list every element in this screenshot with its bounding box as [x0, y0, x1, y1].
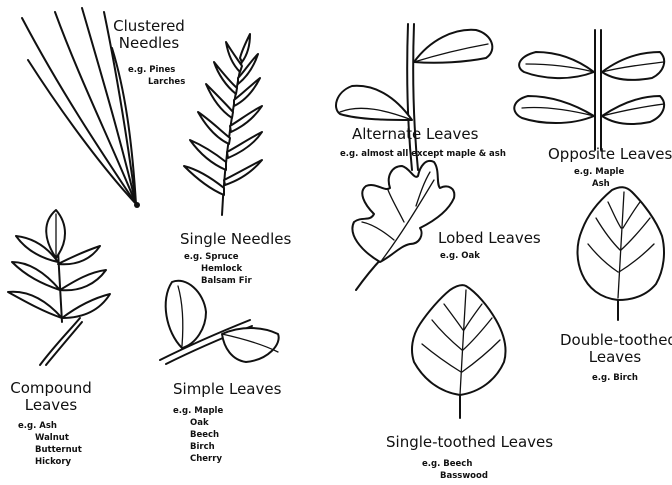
example-item: Basswood: [422, 470, 488, 482]
example-item: Butternut: [18, 444, 82, 456]
compound-title-line-1: Compound: [10, 380, 92, 397]
alternate-leaves-title: Alternate Leaves: [352, 126, 478, 143]
example-item: Beech: [173, 429, 223, 441]
double-toothed-leaf-illustration: [578, 187, 665, 320]
example-item: e.g. Spruce: [184, 251, 252, 263]
single-toothed-leaves-title: Single-toothed Leaves: [386, 434, 553, 451]
opposite-examples: e.g. Maple Ash: [574, 166, 624, 190]
example-item: e.g. almost all except maple & ash: [340, 148, 506, 160]
example-item: e.g. Birch: [592, 372, 638, 384]
example-item: Larches: [128, 76, 185, 88]
opposite-leaves-illustration: [514, 30, 664, 150]
lobed-examples: e.g. Oak: [440, 250, 480, 262]
simple-leaves-illustration: [160, 281, 279, 364]
example-item: Cherry: [173, 453, 223, 465]
example-item: Hickory: [18, 456, 82, 468]
simple-examples: e.g. Maple Oak Beech Birch Cherry: [173, 405, 223, 465]
single-needles-illustration: [184, 34, 262, 215]
clustered-title-line-2: Needles: [112, 35, 186, 52]
example-item: e.g. Beech: [422, 458, 488, 470]
simple-leaves-title: Simple Leaves: [173, 381, 281, 398]
lobed-leaf-illustration: [352, 161, 454, 290]
example-item: Oak: [173, 417, 223, 429]
clustered-examples: e.g. Pines Larches: [128, 64, 185, 88]
double-toothed-title-line-1: Double-toothed: [560, 332, 670, 349]
example-item: Birch: [173, 441, 223, 453]
example-item: Hemlock: [184, 263, 252, 275]
example-item: e.g. Pines: [128, 64, 185, 76]
opposite-leaves-title: Opposite Leaves: [548, 146, 672, 163]
example-item: Balsam Fir: [184, 275, 252, 287]
example-item: e.g. Maple: [173, 405, 223, 417]
single-toothed-leaf-illustration: [412, 285, 506, 418]
clustered-needles-title: Clustered Needles: [112, 18, 186, 52]
example-item: e.g. Ash: [18, 420, 82, 432]
compound-leaves-illustration: [8, 210, 110, 365]
single-needles-examples: e.g. Spruce Hemlock Balsam Fir: [184, 251, 252, 287]
compound-examples: e.g. Ash Walnut Butternut Hickory: [18, 420, 82, 468]
alternate-examples: e.g. almost all except maple & ash: [340, 148, 506, 160]
single-toothed-examples: e.g. Beech Basswood: [422, 458, 488, 482]
single-needles-title: Single Needles: [180, 231, 291, 248]
lobed-leaves-title: Lobed Leaves: [438, 230, 541, 247]
double-toothed-title-line-2: Leaves: [560, 349, 670, 366]
compound-leaves-title: Compound Leaves: [10, 380, 92, 414]
example-item: Ash: [574, 178, 624, 190]
compound-title-line-2: Leaves: [10, 397, 92, 414]
example-item: e.g. Maple: [574, 166, 624, 178]
example-item: e.g. Oak: [440, 250, 480, 262]
example-item: Walnut: [18, 432, 82, 444]
double-toothed-leaves-title: Double-toothed Leaves: [560, 332, 670, 366]
double-toothed-examples: e.g. Birch: [592, 372, 638, 384]
clustered-title-line-1: Clustered: [112, 18, 186, 35]
